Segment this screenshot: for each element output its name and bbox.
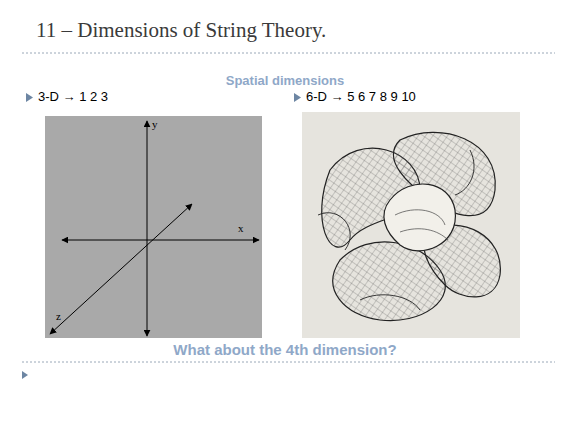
bullet xyxy=(22,371,28,379)
axis-label: z xyxy=(56,310,61,323)
footer-rule xyxy=(22,362,555,363)
slide-title: 11 – Dimensions of String Theory. xyxy=(36,18,326,42)
section-heading: Spatial dimensions xyxy=(226,74,344,89)
bullet-text: 6-D → 5 6 7 8 9 10 xyxy=(306,90,416,105)
title-rule xyxy=(22,53,555,54)
bullet-text: 3-D → 1 2 3 xyxy=(38,90,108,105)
axis-label: x xyxy=(238,222,244,235)
bullet xyxy=(26,93,33,102)
calabi-yau-illustration xyxy=(302,112,520,338)
bullet xyxy=(294,93,301,102)
axes-figure xyxy=(45,116,262,338)
axis-label: y xyxy=(152,118,158,131)
question-text: What about the 4th dimension? xyxy=(173,341,396,358)
